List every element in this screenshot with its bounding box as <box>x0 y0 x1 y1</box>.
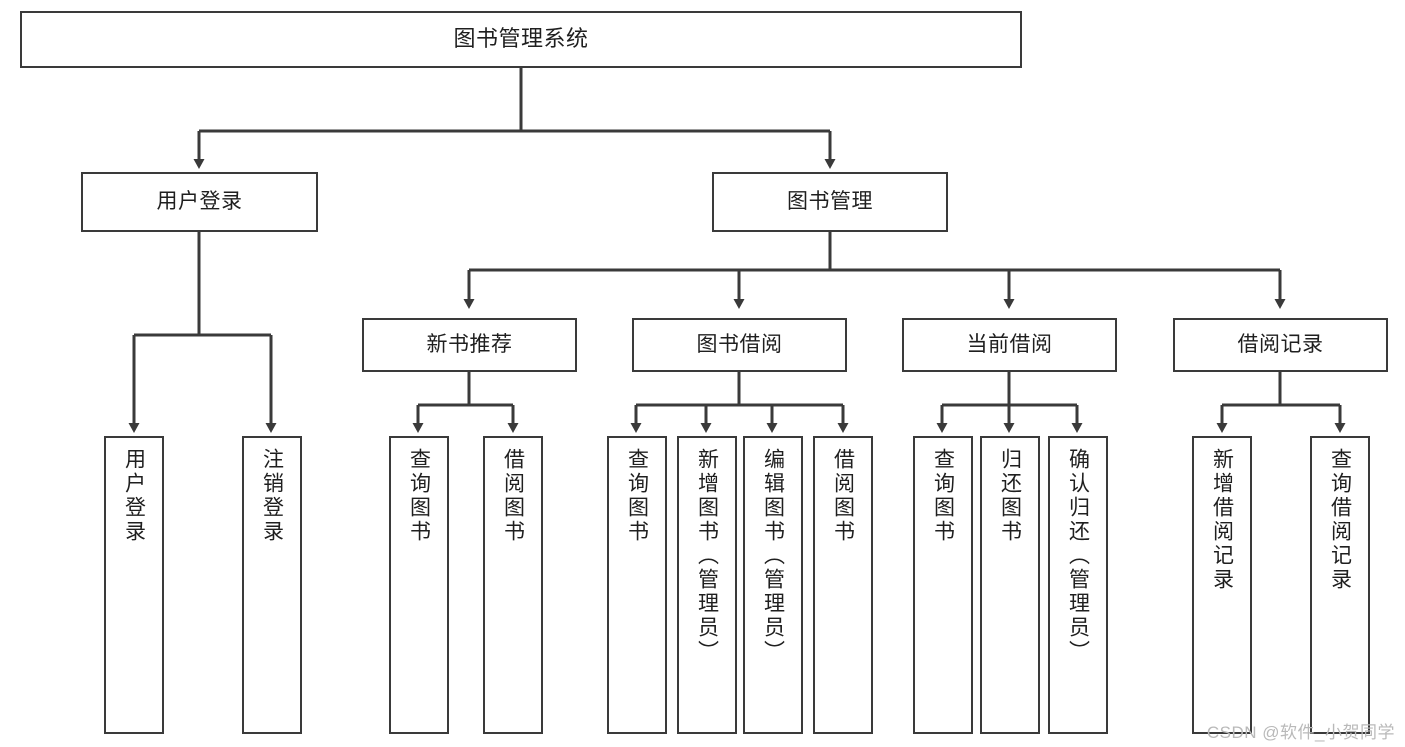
leaf-new-book-0[interactable]: 查询图书 <box>389 436 449 734</box>
leaf-new-book-0-label: 查询图书 <box>407 448 431 544</box>
leaf-new-book-1[interactable]: 借阅图书 <box>483 436 543 734</box>
leaf-book-borrow-3-label: 借阅图书 <box>831 448 855 544</box>
leaf-book-borrow-0-label: 查询图书 <box>625 448 649 544</box>
node-book-manage[interactable]: 图书管理 <box>712 172 948 232</box>
leaf-current-borrow-2-label: 确认归还（管理员） <box>1066 448 1090 664</box>
leaf-book-borrow-3[interactable]: 借阅图书 <box>813 436 873 734</box>
leaf-book-borrow-2-label: 编辑图书（管理员） <box>761 448 785 664</box>
node-book-borrow-label: 图书借阅 <box>696 333 783 357</box>
leaf-book-borrow-0[interactable]: 查询图书 <box>607 436 667 734</box>
leaf-user-login-0-label: 用户登录 <box>122 448 146 544</box>
leaf-book-borrow-1[interactable]: 新增图书（管理员） <box>677 436 737 734</box>
node-current-borrow-label: 当前借阅 <box>966 333 1053 357</box>
node-book-borrow[interactable]: 图书借阅 <box>632 318 847 372</box>
node-user-login[interactable]: 用户登录 <box>81 172 318 232</box>
node-new-book-label: 新书推荐 <box>426 333 513 357</box>
leaf-book-borrow-2[interactable]: 编辑图书（管理员） <box>743 436 803 734</box>
leaf-current-borrow-1-label: 归还图书 <box>998 448 1022 544</box>
node-current-borrow[interactable]: 当前借阅 <box>902 318 1117 372</box>
leaf-current-borrow-2[interactable]: 确认归还（管理员） <box>1048 436 1108 734</box>
leaf-current-borrow-0[interactable]: 查询图书 <box>913 436 973 734</box>
leaf-borrow-record-1[interactable]: 查询借阅记录 <box>1310 436 1370 734</box>
node-new-book[interactable]: 新书推荐 <box>362 318 577 372</box>
leaf-borrow-record-0-label: 新增借阅记录 <box>1210 448 1234 592</box>
node-user-login-label: 用户登录 <box>156 190 243 214</box>
leaf-current-borrow-1[interactable]: 归还图书 <box>980 436 1040 734</box>
node-borrow-record[interactable]: 借阅记录 <box>1173 318 1388 372</box>
watermark: CSDN @软件_小贺同学 <box>1206 723 1395 742</box>
leaf-current-borrow-0-label: 查询图书 <box>931 448 955 544</box>
node-book-manage-label: 图书管理 <box>787 190 873 214</box>
leaf-user-login-1[interactable]: 注销登录 <box>242 436 302 734</box>
leaf-user-login-1-label: 注销登录 <box>260 448 284 544</box>
leaf-borrow-record-0[interactable]: 新增借阅记录 <box>1192 436 1252 734</box>
leaf-borrow-record-1-label: 查询借阅记录 <box>1328 448 1352 592</box>
leaf-user-login-0[interactable]: 用户登录 <box>104 436 164 734</box>
leaf-book-borrow-1-label: 新增图书（管理员） <box>695 448 719 664</box>
node-root[interactable]: 图书管理系统 <box>20 11 1022 68</box>
node-borrow-record-label: 借阅记录 <box>1237 333 1324 357</box>
leaf-new-book-1-label: 借阅图书 <box>501 448 525 544</box>
node-root-label: 图书管理系统 <box>453 26 589 52</box>
